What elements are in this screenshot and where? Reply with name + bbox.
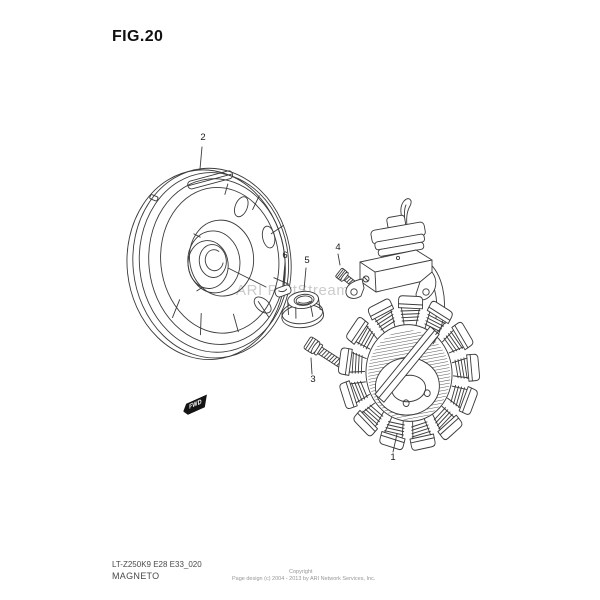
copyright-line-2: Page design (c) 2004 - 2013 by ARI Netwo… bbox=[232, 576, 376, 582]
flywheel-hub bbox=[187, 219, 255, 297]
key-leader-line bbox=[227, 267, 267, 288]
callout-6[interactable]: 6 bbox=[282, 250, 288, 261]
callout-4[interactable]: 4 bbox=[335, 242, 341, 253]
key-washer-drawing bbox=[274, 284, 292, 298]
callout-leader-lines bbox=[199, 146, 398, 453]
pickup-coil-drawing bbox=[345, 249, 437, 301]
callout-1[interactable]: 1 bbox=[390, 452, 396, 463]
nut-drawing bbox=[281, 290, 325, 329]
footer-figure-name: MAGNETO bbox=[112, 571, 160, 581]
flywheel-drawing bbox=[126, 167, 292, 361]
figure-title: FIG.20 bbox=[112, 28, 164, 45]
copyright-line-1: Copyright bbox=[289, 569, 313, 575]
callout-2[interactable]: 2 bbox=[200, 132, 206, 143]
stator-poles bbox=[337, 295, 481, 451]
footer-model-code: LT-Z250K9 E28 E33_020 bbox=[112, 560, 202, 569]
callout-5[interactable]: 5 bbox=[304, 255, 310, 266]
stator-drawing bbox=[337, 295, 481, 451]
callout-3[interactable]: 3 bbox=[310, 374, 316, 385]
